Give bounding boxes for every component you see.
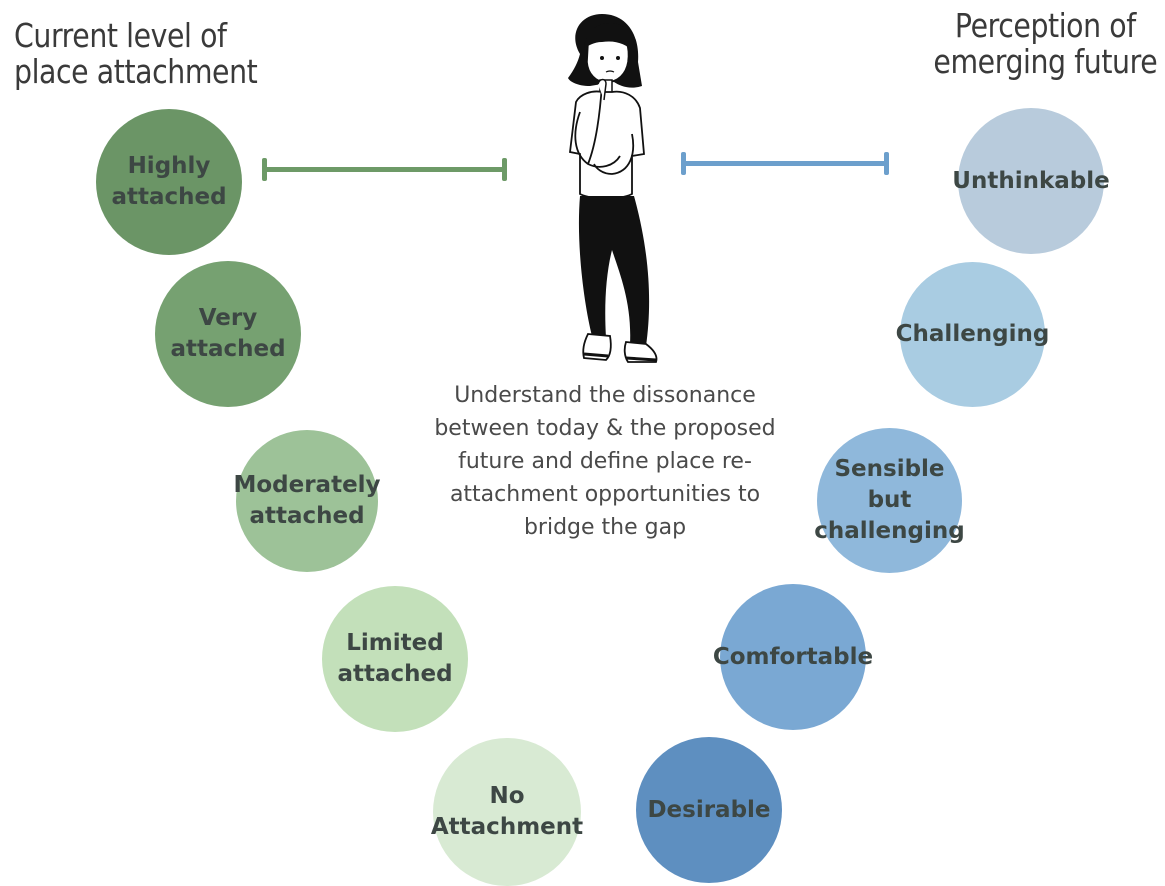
attachment-circle-limited: Limited attached: [322, 586, 468, 732]
perception-circle-desirable: Desirable: [636, 737, 782, 883]
attachment-label-none: No Attachment: [430, 783, 584, 840]
current-attachment-heading-line1: Current level of: [14, 16, 227, 55]
attachment-label-highly: Highly attached: [111, 153, 227, 210]
attachment-circle-none: No Attachment: [430, 738, 584, 886]
attachment-circle-moderately: Moderately attached: [233, 430, 381, 572]
attachment-range-bar-start-cap: [262, 158, 267, 181]
emerging-future-heading-line2: emerging future: [933, 42, 1157, 81]
emerging-future-heading-line1: Perception of: [954, 6, 1136, 45]
attachment-circle-very: Very attached: [155, 261, 301, 407]
current-attachment-heading: Current level of place attachment: [14, 16, 258, 91]
perception-range-bar-start-cap: [681, 152, 686, 175]
attachment-range-bar: [262, 158, 507, 181]
perception-label-unthinkable: Unthinkable: [952, 167, 1110, 194]
perception-circle-unthinkable: Unthinkable: [952, 108, 1110, 254]
attachment-circle-highly: Highly attached: [96, 109, 242, 255]
perception-circle-challenging: Challenging: [896, 262, 1049, 407]
perception-label-sensible: Sensible but challenging: [814, 456, 965, 544]
emerging-future-heading: Perception of emerging future: [933, 8, 1157, 80]
perception-label-desirable: Desirable: [647, 796, 771, 823]
perception-range-bar: [681, 152, 889, 175]
perception-circle-sensible: Sensible but challenging: [814, 428, 965, 573]
perception-range-bar-end-cap: [884, 152, 889, 175]
perception-label-challenging: Challenging: [895, 321, 1050, 347]
current-attachment-heading-line2: place attachment: [14, 52, 258, 91]
perception-label-comfortable: Comfortable: [712, 643, 874, 670]
attachment-label-limited: Limited attached: [337, 630, 453, 687]
attachment-label-very: Very attached: [170, 305, 286, 362]
dissonance-description: Understand the dissonance between today …: [434, 383, 776, 540]
perception-circle-comfortable: Comfortable: [713, 584, 873, 730]
attachment-range-bar-end-cap: [502, 158, 507, 181]
thinking-woman-icon: [568, 14, 658, 363]
attachment-label-moderately: Moderately attached: [233, 472, 381, 529]
